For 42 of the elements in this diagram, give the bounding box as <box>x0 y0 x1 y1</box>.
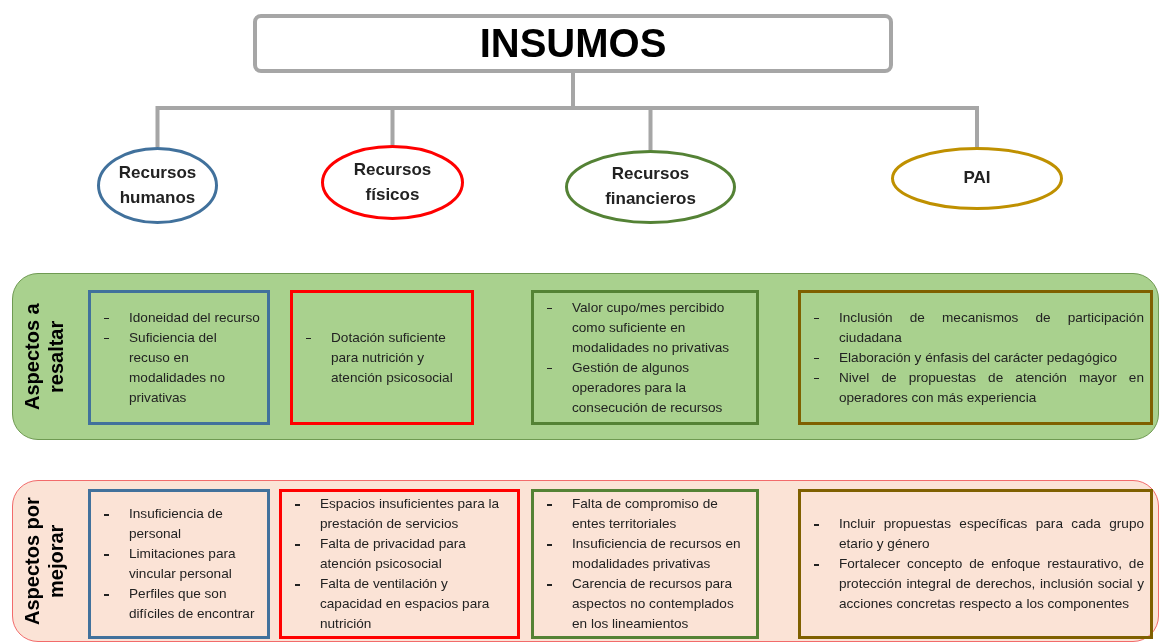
bullet-item: Fortalecer concepto de enfoque restaurativo, de protección integral de derechos, inclusión social y acciones concretas respecto a los componentes <box>839 555 1144 613</box>
category-ellipse <box>565 150 736 224</box>
bullet-item: Perfiles que son difíciles de encontrar <box>129 585 256 623</box>
bullet-item: Valor cupo/mes percibido como suficiente en modalidades no privativas <box>572 298 731 357</box>
aspect-box <box>531 489 759 639</box>
bullet-item: Incluir propuestas específicas para cada grupo etario y género <box>839 515 1144 553</box>
bullet-item: Falta de privacidad para atención psicosocial <box>320 535 467 573</box>
bullet-item: Elaboración y énfasis del carácter pedagógico <box>839 348 1119 367</box>
aspect-box <box>798 489 1153 639</box>
bullet-item: Suficiencia del recuso en modalidades no privativas <box>129 328 226 407</box>
bullet-item: Limitaciones para vincular personal <box>129 545 237 583</box>
bullet-item: Dotación suficiente para nutrición y atención psicosocial <box>331 328 454 387</box>
category-label: Recursos humanos <box>117 161 198 209</box>
category-ellipse <box>321 145 464 220</box>
aspect-box <box>279 489 520 639</box>
title-text: INSUMOS <box>479 21 667 66</box>
bullet-item: Insuficiencia de recursos en modalidades privativas <box>572 535 742 573</box>
bullet-item: Inclusión de mecanismos de participación ciudadana <box>839 308 1144 347</box>
category-ellipse <box>891 147 1063 210</box>
connector-line <box>571 73 979 147</box>
category-label: PAI <box>963 167 991 190</box>
row-heading: Aspectos a resaltar <box>20 302 68 412</box>
bullet-item: Falta de compromiso de entes territoriales <box>572 495 719 533</box>
aspect-box <box>88 290 270 425</box>
bullet-item: Nivel de propuestas de atención mayor en operadores con más experiencia <box>839 368 1144 407</box>
aspect-box <box>290 290 474 425</box>
category-label: Recursos físicos <box>352 158 433 206</box>
bullet-item: Gestión de algunos operadores para la consecución de recursos <box>572 358 724 417</box>
aspect-box <box>531 290 759 425</box>
row-band <box>12 273 1159 440</box>
aspect-box <box>798 290 1153 425</box>
bullet-item: Falta de ventilación y capacidad en espacios para nutrición <box>320 575 491 633</box>
category-ellipse <box>97 147 218 224</box>
row-heading: Aspectos por mejorar <box>20 496 68 627</box>
category-label: Recursos financieros <box>604 163 697 210</box>
bullet-item: Carencia de recursos para aspectos no contemplados en los lineamientos <box>572 575 735 633</box>
bullet-item: Espacios insuficientes para la prestación de servicios <box>320 495 501 533</box>
row-band <box>12 480 1159 642</box>
bullet-item: Insuficiencia de personal <box>129 505 224 543</box>
aspect-box <box>88 489 270 639</box>
bullet-item: Idoneidad del recurso <box>129 308 261 327</box>
title-box <box>253 14 893 73</box>
